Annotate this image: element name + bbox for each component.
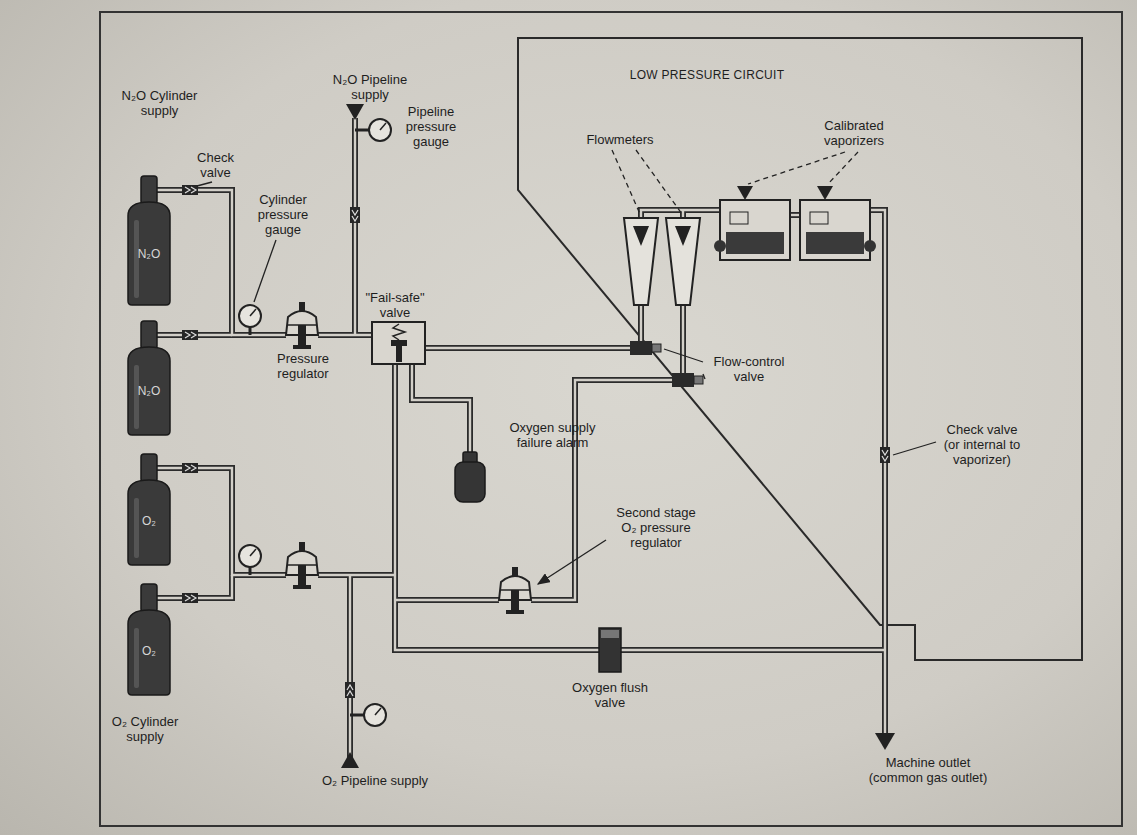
part-label: Oxygen supply failure alarm <box>505 420 600 450</box>
cylinder-label: O₂ <box>124 644 174 659</box>
supply-label: O₂ Pipeline supply <box>290 773 460 788</box>
part-label: Flow-control valve <box>705 354 793 384</box>
cylinder-shine <box>134 220 139 688</box>
flush-valve <box>599 628 621 672</box>
part-label: Flowmeters <box>575 132 665 147</box>
supply-label: O₂ Cylinder supply <box>100 714 190 744</box>
supply-arrow <box>341 752 359 768</box>
region-label: LOW PRESSURE CIRCUIT <box>612 68 802 83</box>
part-label: Cylinder pressure gauge <box>250 192 316 237</box>
supply-label: N₂O Cylinder supply <box>112 88 207 118</box>
cylinder-label: N₂O <box>124 384 174 399</box>
part-label: Calibrated vaporizers <box>812 118 896 148</box>
fail-safe-valve <box>372 322 425 364</box>
pipe-outer <box>157 118 885 766</box>
check-valve-symbol <box>182 185 890 698</box>
part-label: Check valve (or internal to vaporizer) <box>940 422 1024 467</box>
alarm-symbol <box>455 452 485 502</box>
part-label: Check valve <box>183 150 248 180</box>
flow-control-valve <box>630 341 703 387</box>
part-label: Oxygen flush valve <box>565 680 655 710</box>
outlet-arrow <box>875 733 895 750</box>
check-valve-mark <box>185 187 888 696</box>
cylinder-label: O₂ <box>124 514 174 529</box>
pressure-regulator <box>499 567 531 614</box>
supply-label: N₂O Pipeline supply <box>320 72 420 102</box>
supply-arrow <box>346 104 364 120</box>
part-label: Second stage O₂ pressure regulator <box>610 505 702 550</box>
leader-line <box>197 182 936 584</box>
outlet-label: Machine outlet (common gas outlet) <box>862 755 994 785</box>
pressure-gauge <box>239 119 391 726</box>
flowmeter-tube <box>624 218 700 305</box>
pressure-regulator <box>286 302 318 349</box>
part-label: "Fail-safe" valve <box>355 290 435 320</box>
leader-line-dashed <box>612 150 858 214</box>
part-label: Pipeline pressure gauge <box>400 104 462 149</box>
pipe-inner <box>157 118 885 766</box>
part-label: Pressure regulator <box>267 351 339 381</box>
cylinder-label: N₂O <box>124 247 174 262</box>
vaporizer <box>714 186 876 260</box>
pressure-regulator <box>286 542 318 589</box>
page-frame <box>100 12 1122 826</box>
